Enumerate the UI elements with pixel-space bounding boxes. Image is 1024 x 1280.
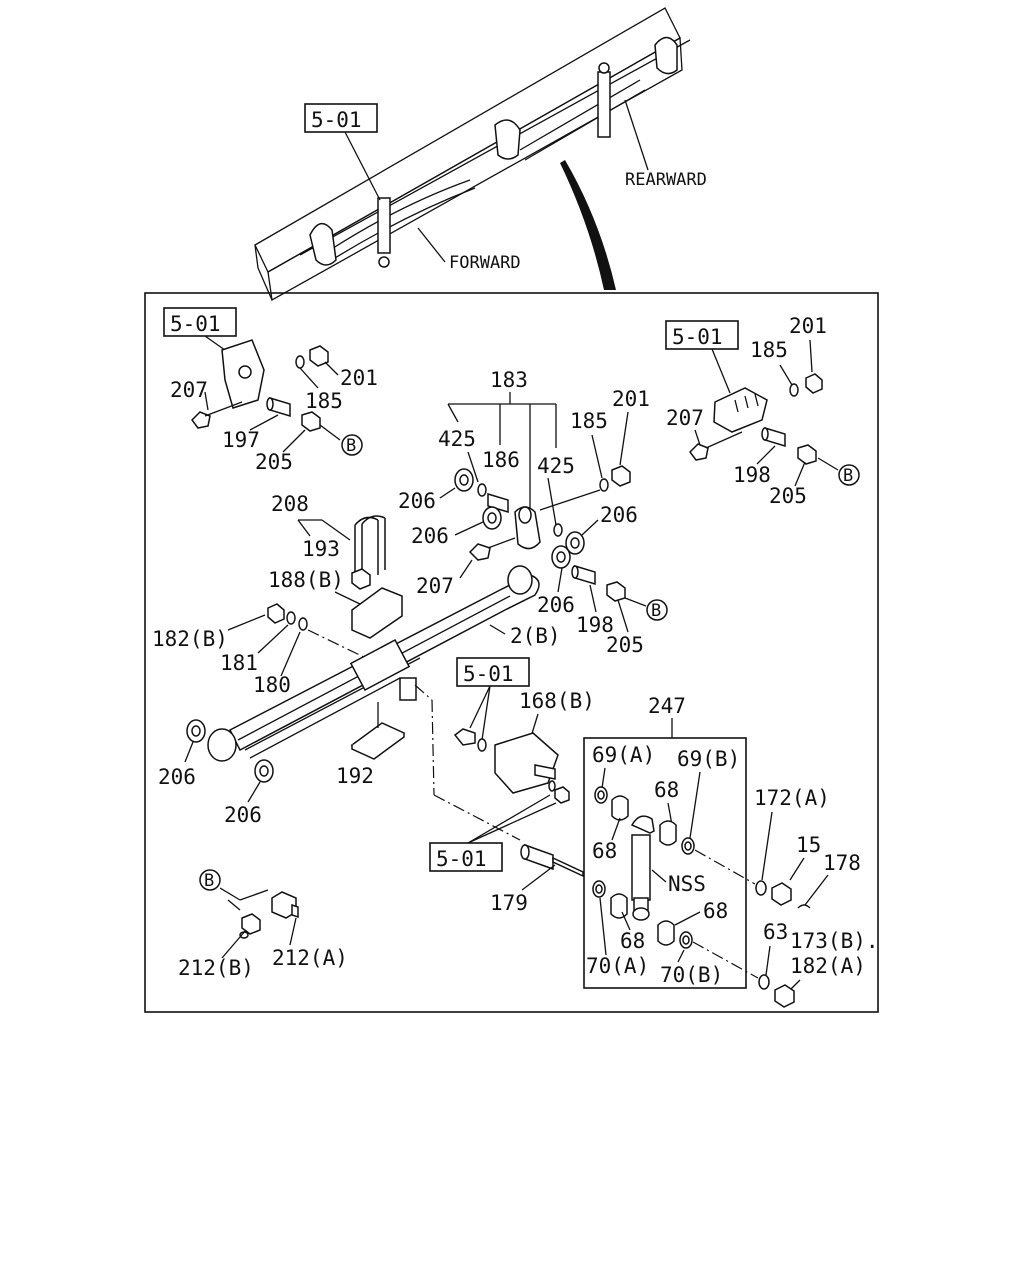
rear-hanger-nut-201: 201 <box>789 314 827 338</box>
shock-pin-178: 178 <box>823 851 861 875</box>
shock-bracket-ref-top: 5-01 <box>463 662 514 686</box>
grease-fitting-212a: 212(A) <box>272 946 348 970</box>
shock-bushing-69b: 69(B) <box>677 747 740 771</box>
overview-ref-box: 5-01 <box>304 103 381 201</box>
spring-nut-182b: 182(B) <box>152 627 228 651</box>
ubolt-193: 193 <box>302 537 340 561</box>
shock-nut-182a: 182(A) <box>790 954 866 978</box>
shock-rubber-68-d: 68 <box>703 899 728 923</box>
rearward-label: REARWARD <box>625 170 707 190</box>
spring-eye-bushing-206-b: 206 <box>224 803 262 827</box>
shackle-washer-185: 185 <box>570 409 608 433</box>
shock-washer-63: 63 <box>763 920 788 944</box>
shock-kit-247: 247 <box>648 694 686 718</box>
shock-bushing-69a: 69(A) <box>592 743 655 767</box>
shackle-group: 183 425 186 425 185 201 206 206 <box>398 368 668 657</box>
shackle-bushing-206-c: 206 <box>600 503 638 527</box>
shackle-183: 183 <box>490 368 528 392</box>
shackle-bushing-206-b: 206 <box>411 524 449 548</box>
shock-rubber-68-c: 68 <box>620 929 645 953</box>
shackle-bushing-206-a: 206 <box>398 489 436 513</box>
grease-fitting-212b: 212(B) <box>178 956 254 980</box>
overview-frame-rail <box>254 7 691 302</box>
shock-washer-70a: 70(A) <box>586 954 649 978</box>
shock-washer-172a: 172(A) <box>754 786 830 810</box>
shackle-bushing-425-right: 425 <box>537 454 575 478</box>
shock-bracket-ref-bottom: 5-01 <box>436 847 487 871</box>
front-hanger-bolt-207: 207 <box>170 378 208 402</box>
shock-bracket-168b: 168(B) <box>519 689 595 713</box>
overview-ref-label: 5-01 <box>311 108 362 132</box>
shackle-b-marker: B <box>651 601 661 621</box>
shock-absorber-kit: 247 69(A) 69(B) 68 68 NSS 68 68 70(A) <box>583 694 747 989</box>
shackle-bushing-206-d: 206 <box>537 593 575 617</box>
shock-nut-15: 15 <box>796 833 821 857</box>
shackle-bushing-425-left: 425 <box>438 427 476 451</box>
grease-fitting-group: B 212(B) 212(A) <box>178 869 348 980</box>
front-hanger-pin-197: 197 <box>222 428 260 452</box>
rear-hanger-washer-185: 185 <box>750 338 788 362</box>
front-b-marker: B <box>346 436 356 456</box>
spring-pad-192: 192 <box>336 764 374 788</box>
spring-eye-bushing-206-a: 206 <box>158 765 196 789</box>
shock-bracket-group: 5-01 168(B) 5-01 179 <box>429 657 595 915</box>
rear-b-marker: B <box>843 466 853 486</box>
forward-label: FORWARD <box>449 253 521 273</box>
rear-hanger-pin-198: 198 <box>733 463 771 487</box>
shackle-nut-201: 201 <box>612 387 650 411</box>
shackle-bolt-207: 207 <box>416 574 454 598</box>
rear-hanger-fitting-205: 205 <box>769 484 807 508</box>
front-hanger-fitting-205: 205 <box>255 450 293 474</box>
spring-pad-188b: 188(B) <box>268 568 344 592</box>
shock-washer-70b: 70(B) <box>660 963 723 987</box>
shackle-pin-186: 186 <box>482 448 520 472</box>
spring-washer-180: 180 <box>253 673 291 697</box>
detail-frame <box>144 292 879 1013</box>
rear-hanger-ref: 5-01 <box>672 325 723 349</box>
spring-washer-181: 181 <box>220 651 258 675</box>
front-hanger-washer-185: 185 <box>305 389 343 413</box>
shackle-pin-198: 198 <box>576 613 614 637</box>
ubolt-assy-208: 208 <box>271 492 309 516</box>
shock-rubber-68-b: 68 <box>592 839 617 863</box>
front-hanger-ref: 5-01 <box>170 312 221 336</box>
shock-nut-173b: 173(B). <box>790 929 879 953</box>
shock-absorber-nss: NSS <box>668 872 706 896</box>
front-hanger-group: 5-01 201 185 207 197 205 B <box>163 307 378 474</box>
grease-b-marker: B <box>204 871 214 891</box>
shock-hardware-group: 172(A) 15 178 63 173(B). 182(A) <box>692 786 879 1008</box>
front-hanger-nut-201: 201 <box>340 366 378 390</box>
leaf-spring-group: 208 193 188(B) 182(B) 181 180 2(B) <box>152 492 561 841</box>
shock-rubber-68-a: 68 <box>654 778 679 802</box>
rear-hanger-group: 5-01 201 185 207 198 205 B <box>665 314 860 508</box>
shock-stud-179: 179 <box>490 891 528 915</box>
detail-pointer-arrow <box>560 160 616 290</box>
shackle-fitting-205: 205 <box>606 633 644 657</box>
leaf-spring-2b: 2(B) <box>510 624 561 648</box>
rear-hanger-bolt-207: 207 <box>666 406 704 430</box>
